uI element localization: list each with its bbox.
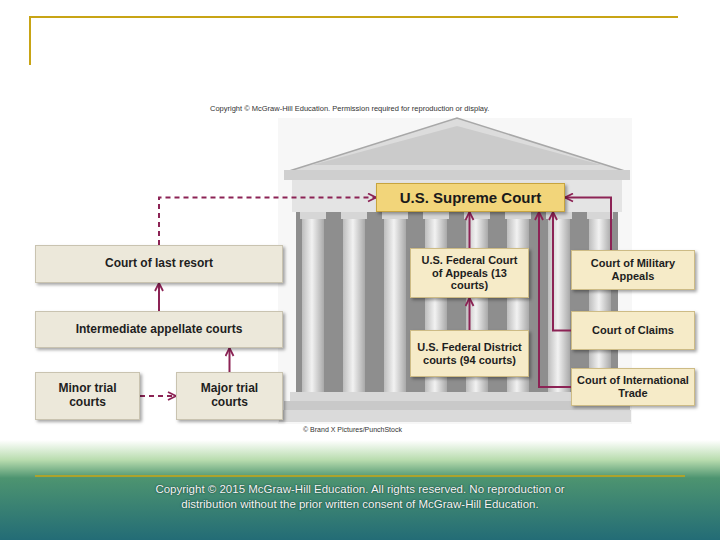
pediment (286, 118, 628, 172)
court-name: U.S. Federal Court of Appeals (13 courts… (416, 254, 523, 292)
photo-credit: © Brand X Pictures/PunchStock (303, 425, 402, 434)
portico-shadow (296, 212, 618, 392)
court-box: Court of last resort (35, 245, 283, 283)
appeal-arrow (140, 395, 176, 397)
court-box: Court of Military Appeals (571, 250, 695, 290)
court-box: Minor trial courts (35, 372, 140, 420)
court-name: Court of Claims (592, 324, 674, 337)
appeal-arrow (469, 212, 471, 248)
footer-copyright: Copyright © 2015 McGraw-Hill Education. … (155, 482, 565, 512)
step (279, 410, 631, 422)
court-box: Court of Claims (571, 311, 695, 350)
appeal-arrow (539, 212, 571, 387)
court-name: U.S. Federal District courts (94 courts) (416, 341, 523, 366)
pediment-relief (312, 126, 602, 165)
court-name: Minor trial courts (41, 382, 134, 410)
rule-line (35, 475, 685, 477)
appeal-arrow (159, 198, 376, 246)
footer-band (0, 440, 720, 540)
court-name: Intermediate appellate courts (76, 323, 243, 337)
columns (300, 212, 613, 392)
court-name: Court of last resort (105, 257, 213, 271)
court-box: U.S. Federal Court of Appeals (13 courts… (410, 248, 529, 298)
court-name: Court of Military Appeals (577, 257, 689, 282)
copyright-note: Copyright © McGraw-Hill Education. Permi… (210, 104, 489, 114)
court-box: Court of International Trade (571, 368, 695, 406)
court-name: Court of International Trade (577, 374, 689, 399)
cornice (284, 170, 630, 180)
entablature (292, 180, 622, 212)
court-name: Major trial courts (182, 382, 277, 410)
court-box: U.S. Federal District courts (94 courts) (410, 330, 529, 377)
appeal-arrow (469, 298, 471, 330)
appeal-arrow (565, 198, 611, 251)
appeal-arrow (553, 212, 571, 331)
court-box: Major trial courts (176, 372, 283, 420)
supreme-court-box: U.S. Supreme Court (376, 183, 565, 212)
rule-line (30, 16, 678, 18)
appeal-arrow (158, 283, 160, 311)
court-box: Intermediate appellate courts (35, 311, 283, 348)
court-name: U.S. Supreme Court (400, 189, 542, 206)
rule-line (29, 16, 31, 65)
appeal-arrow (229, 348, 231, 372)
